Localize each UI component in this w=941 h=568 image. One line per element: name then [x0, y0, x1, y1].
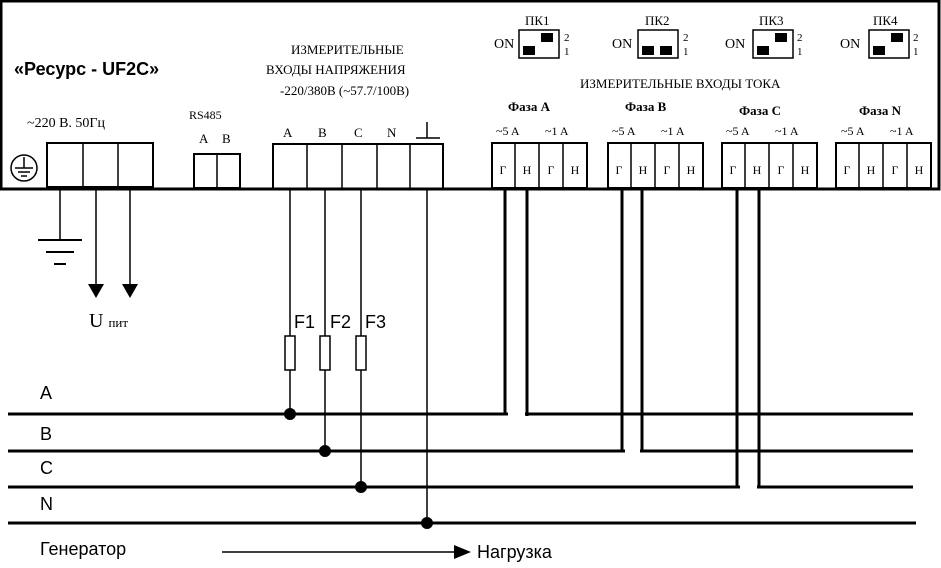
voltage-terminal-c: C [354, 125, 363, 140]
voltage-taps [284, 189, 428, 523]
phase-b-name: Фаза B [625, 99, 667, 114]
phase-n-name: Фаза N [859, 103, 902, 118]
switch-pk2-on: ON [612, 37, 633, 52]
line-c-label: C [40, 458, 53, 478]
supply-arrows [88, 187, 138, 298]
switch-pk2-pos2: 2 [683, 32, 689, 44]
ground-mark-icon [416, 122, 440, 139]
current-terminal-block-a [491, 142, 588, 189]
voltage-terminal-n: N [387, 125, 397, 140]
current-routing [503, 188, 913, 487]
phase-c-name: Фаза C [739, 103, 782, 118]
fuse-f2-label: F2 [330, 312, 352, 332]
dip-switch-pk1 [518, 29, 560, 59]
phase-a-range-5a: ~5 A [496, 124, 520, 138]
line-n-label: N [40, 494, 53, 514]
rs485-terminal-a: A [199, 131, 209, 146]
switch-pk2-pos1: 1 [683, 46, 689, 58]
phase-a-range-1a: ~1 A [545, 124, 569, 138]
power-label: ~220 В. 50Гц [27, 116, 105, 131]
phase-b-term-1: Г [615, 163, 623, 177]
phase-a-term-4: Н [570, 163, 580, 177]
phase-b-range-1a: ~1 A [661, 124, 685, 138]
voltage-terminal-block [272, 143, 444, 190]
phase-c-term-3: Г [777, 163, 785, 177]
phase-a-term-2: Н [522, 163, 532, 177]
supply-subscript: пит [108, 315, 129, 330]
switch-pk1-name: ПК1 [525, 13, 550, 28]
rs485-label: RS485 [189, 108, 222, 122]
load-label: Нагрузка [477, 542, 552, 562]
phase-n-range-1a: ~1 A [890, 124, 914, 138]
switch-pk4-pos1: 1 [913, 46, 919, 58]
phase-n-term-3: Г [891, 163, 899, 177]
switch-pk3-pos2: 2 [797, 32, 803, 44]
voltage-terminal-b: B [318, 125, 327, 140]
dip-switch-pk2 [637, 29, 679, 59]
line-b-label: B [40, 424, 53, 444]
ground-icon [38, 187, 82, 265]
junction-dots [284, 408, 433, 529]
dip-switch-pk3 [752, 29, 794, 59]
switch-pk1-pos1: 1 [564, 46, 570, 58]
phase-n-term-1: Г [843, 163, 851, 177]
fuse-f3-label: F3 [365, 312, 387, 332]
switch-pk4-pos2: 2 [913, 32, 919, 44]
switch-pk3-on: ON [725, 37, 746, 52]
phase-c-term-2: Н [752, 163, 762, 177]
voltage-title-3: -220/380В (~57.7/100В) [280, 83, 410, 98]
supply-symbol: U [89, 310, 104, 332]
voltage-terminal-a: A [283, 125, 293, 140]
voltage-title-1: ИЗМЕРИТЕЛЬНЫЕ [291, 42, 404, 57]
phase-a-term-3: Г [547, 163, 555, 177]
phase-n-range-5a: ~5 A [841, 124, 865, 138]
arrow-head-icon [454, 545, 471, 559]
current-title: ИЗМЕРИТЕЛЬНЫЕ ВХОДЫ ТОКА [580, 76, 781, 91]
phase-n-term-2: Н [866, 163, 876, 177]
phase-a-name: Фаза A [508, 99, 551, 114]
phase-b-term-3: Г [663, 163, 671, 177]
device-title: «Ресурс - UF2C» [14, 59, 160, 79]
switch-pk3-pos1: 1 [797, 46, 803, 58]
phase-c-range-5a: ~5 A [726, 124, 750, 138]
fuse-f1-label: F1 [294, 312, 316, 332]
current-terminal-block-n [835, 142, 932, 189]
phase-c-range-1a: ~1 A [775, 124, 799, 138]
phase-b-term-4: Н [686, 163, 696, 177]
current-terminal-block-b [607, 142, 704, 189]
phase-n-term-4: Н [914, 163, 924, 177]
switch-pk2-name: ПК2 [645, 13, 670, 28]
switch-pk4-on: ON [840, 37, 861, 52]
switch-pk3-name: ПК3 [759, 13, 784, 28]
device-body [0, 0, 941, 191]
switch-pk1-on: ON [494, 37, 515, 52]
voltage-title-2: ВХОДЫ НАПРЯЖЕНИЯ [266, 62, 406, 77]
generator-label: Генератор [40, 539, 127, 559]
switch-pk1-pos2: 2 [564, 32, 570, 44]
rs485-terminal-b: B [222, 131, 231, 146]
power-terminal-block [46, 142, 154, 188]
dip-switch-pk4 [868, 29, 910, 59]
phase-b-range-5a: ~5 A [612, 124, 636, 138]
supply-label: U пит [89, 311, 128, 331]
phase-a-term-1: Г [499, 163, 507, 177]
line-a-label: A [40, 383, 53, 403]
earth-icon [10, 154, 38, 182]
switch-pk4-name: ПК4 [873, 13, 898, 28]
phase-c-term-1: Г [729, 163, 737, 177]
phase-b-term-2: Н [638, 163, 648, 177]
current-terminal-block-c [721, 142, 818, 189]
phase-c-term-4: Н [800, 163, 810, 177]
